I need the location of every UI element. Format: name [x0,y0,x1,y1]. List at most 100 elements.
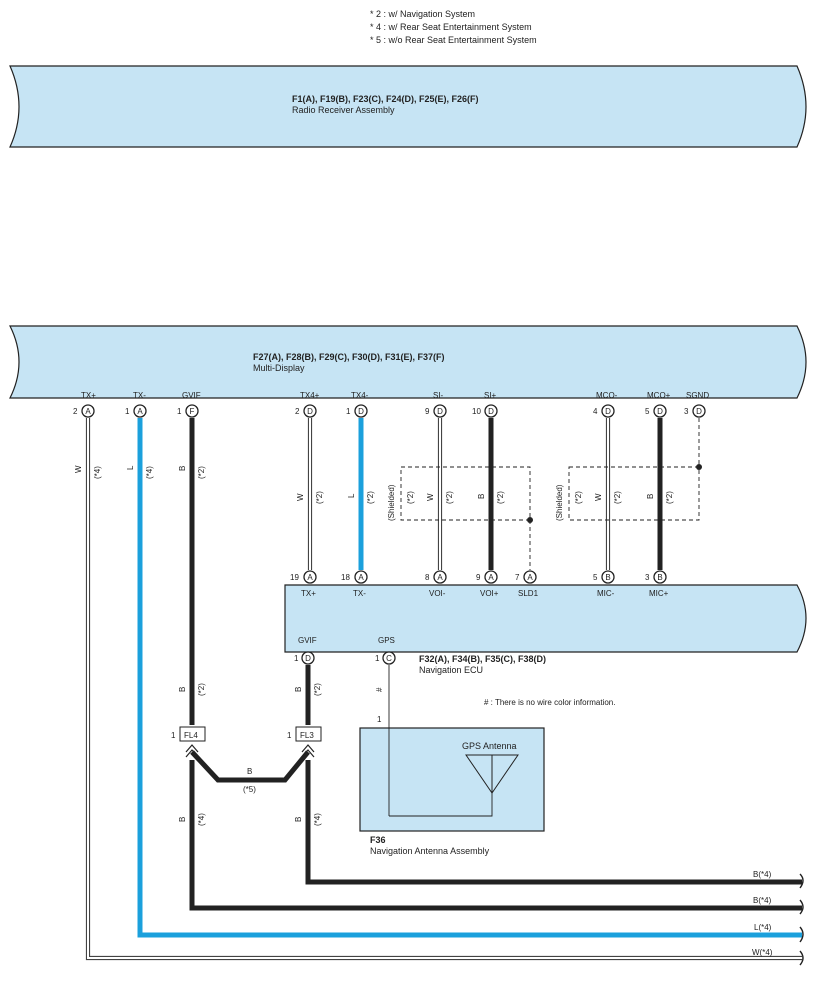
connector-pin[interactable] [185,404,199,418]
radio-receiver-connectors: F1(A), F19(B), F23(C), F24(D), F25(E), F… [292,94,479,104]
shield-box-mic [568,466,700,521]
fl4-box [179,726,206,742]
wire-fl4-out [189,760,802,911]
filter-fl4[interactable]: FL4 1 [171,726,206,758]
ecu-pin-num: 5 [593,573,598,582]
ecu-pin-label: TX- [353,589,366,598]
wire-color-note: # : There is no wire color information. [484,698,615,707]
wire-note-label: (*2) [197,683,206,696]
ecu-pin-label: MIC- [597,589,615,598]
wire-fl4-fl3-link [190,750,310,783]
wire-note-label: (*4) [93,466,102,479]
connector-letter: D [437,407,443,416]
navigation-ecu-name: Navigation ECU [419,665,483,675]
wire-color-label: B [646,494,655,499]
wire-note-label: (*2) [665,491,674,504]
ecu-pin-num: 1 [375,654,380,663]
md-pin-num: 9 [425,407,430,416]
connector-pin[interactable] [354,570,368,584]
splice-color-label: B [247,767,252,776]
connector-pin[interactable] [433,570,447,584]
md-pin-num: 1 [346,407,351,416]
wire-color-label: L [347,493,356,498]
md-pin-label: GVIF [182,391,201,400]
wire-color-label: L [126,465,135,470]
wire-color-label: W [426,493,435,501]
wire-color-label: W [74,465,83,473]
connector-pin[interactable] [354,404,368,418]
wire-note-label: (*2) [613,491,622,504]
connector-pin[interactable] [601,570,615,584]
connector-letter: B [657,573,662,582]
md-pin-num: 1 [125,407,130,416]
connector-pin[interactable] [601,404,615,418]
connector-pin[interactable] [382,651,396,665]
wire-color-label: W [296,493,305,501]
wire-tx-minus-l [137,418,802,938]
navigation-ecu[interactable]: F32(A), F34(B), F35(C), F38(D) Navigatio… [284,584,807,675]
connector-pin[interactable] [303,570,317,584]
navigation-ecu-top-pins: A A A A A B B [303,570,667,584]
gps-antenna-lead [389,793,493,817]
gps-antenna-icon [465,754,519,794]
connector-pin[interactable] [523,570,537,584]
wire-note-label: (*2) [406,491,415,504]
navigation-ecu-bottom-pins: D C [301,651,396,665]
ecu-pin-num: 1 [294,654,299,663]
connector-pin[interactable] [303,404,317,418]
ecu-pin-label: GVIF [298,636,317,645]
wire-color-label: B [294,687,303,692]
connector-pin[interactable] [692,404,706,418]
ecu-pin-label: VOI- [429,589,446,598]
md-pin-label: TX4+ [300,391,320,400]
connector-pin[interactable] [81,404,95,418]
wire-note-label: (*2) [315,491,324,504]
shield-junction-2 [696,464,702,470]
md-pin-num: 1 [177,407,182,416]
navigation-antenna-assembly[interactable]: GPS Antenna F36 Navigation Antenna Assem… [359,715,545,856]
connector-pin[interactable] [484,570,498,584]
radio-receiver-assembly[interactable]: F1(A), F19(B), F23(C), F24(D), F25(E), F… [9,65,807,148]
wire-color-label: B [477,494,486,499]
ecu-pin-num: 8 [425,573,430,582]
note-no-rear-seat: * 5 : w/o Rear Seat Entertainment System [370,35,537,45]
connector-pin[interactable] [653,570,667,584]
connector-letter: D [657,407,663,416]
filter-fl3[interactable]: FL3 1 [287,726,322,758]
multi-display[interactable]: F27(A), F28(B), F29(C), F30(D), F31(E), … [9,325,807,399]
md-pin-num: 4 [593,407,598,416]
connector-pin[interactable] [133,404,147,418]
radio-receiver-box [9,65,807,148]
connector-pin[interactable] [484,404,498,418]
ecu-pin-num: 9 [476,573,481,582]
shielded-label: (Shielded) [387,484,396,521]
wire-color-label: W [594,493,603,501]
md-pin-num: 3 [684,407,689,416]
connector-letter: D [305,654,311,663]
antenna-pin-1: 1 [377,715,382,724]
wire-color-label: B [178,817,187,822]
connector-pin[interactable] [301,651,315,665]
antenna-box [359,727,545,832]
wire-note-label: (*2) [574,491,583,504]
fl4-pin: 1 [171,731,176,740]
connector-letter: D [307,407,313,416]
wire-note-label: (*2) [496,491,505,504]
md-pin-label: TX4- [351,391,369,400]
connector-pin[interactable] [653,404,667,418]
md-pin-label: TX- [133,391,146,400]
exit-label-b-1: B(*4) [753,870,772,879]
wire-color-label: B [294,817,303,822]
connector-letter: F [190,407,195,416]
wire-note-label: (*2) [445,491,454,504]
note-navigation: * 2 : w/ Navigation System [370,9,475,19]
md-pin-label: TX+ [81,391,96,400]
connector-pin[interactable] [433,404,447,418]
md-pin-num: 5 [645,407,650,416]
md-pin-num: 2 [295,407,300,416]
vertical-wire-labels: W (*4) L (*4) B (*2) W (*2) L (*2) (Shie… [74,465,674,826]
ecu-pin-label: TX+ [301,589,316,598]
shield-junction-1 [527,517,533,523]
shield-box-voice [400,466,531,521]
wire-note-label: (*2) [313,683,322,696]
